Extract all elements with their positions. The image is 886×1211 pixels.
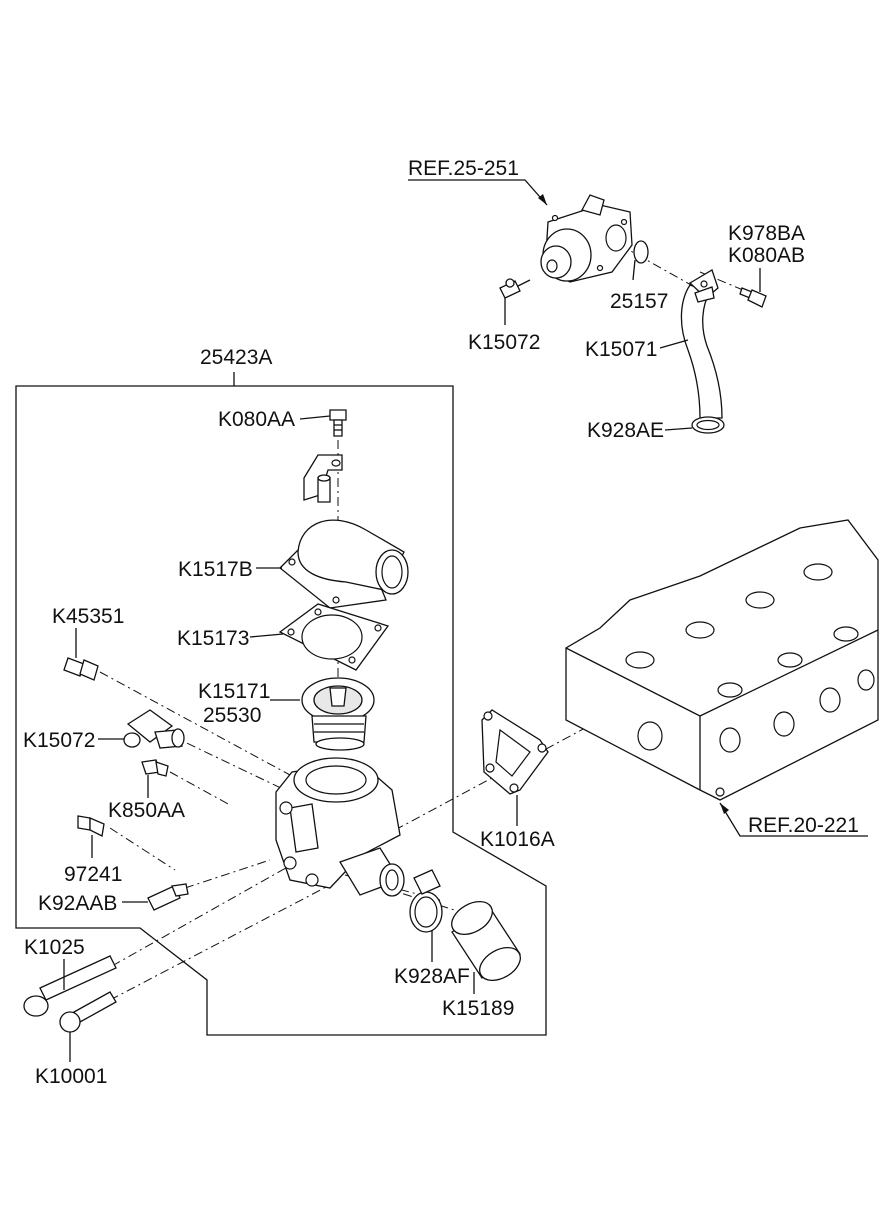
label-k080ab[interactable]: K080AB <box>728 244 805 267</box>
label-25423a[interactable]: 25423A <box>200 346 272 369</box>
thermostat-cover-k1517b <box>279 519 409 609</box>
bolt-k978ba <box>739 287 767 308</box>
thermostat-housing <box>275 757 405 897</box>
label-k1025[interactable]: K1025 <box>24 936 85 959</box>
label-k1016a[interactable]: K1016A <box>480 828 555 851</box>
clamp-k928ae <box>691 416 725 434</box>
gasket-k1016a <box>481 709 549 795</box>
label-k15171[interactable]: K15171 <box>198 680 270 703</box>
cylinder-head <box>565 519 879 801</box>
label-k15072-top[interactable]: K15072 <box>468 331 540 354</box>
label-k928ae[interactable]: K928AE <box>587 419 664 442</box>
bolt-k080aa <box>329 409 347 437</box>
label-k15071[interactable]: K15071 <box>585 338 657 361</box>
fitting-k15072-top <box>499 278 531 299</box>
o-ring-25157 <box>633 240 649 264</box>
part-labels: REF.25-251 K978BA K080AB 25157 K15072 K1… <box>23 157 859 1088</box>
label-ref-20-221[interactable]: REF.20-221 <box>748 814 859 837</box>
plug-k850aa <box>141 759 169 777</box>
leader-lines <box>63 179 868 1062</box>
thermostat-k15171 <box>301 677 375 751</box>
label-k928af[interactable]: K928AF <box>394 965 470 988</box>
hose-k15189 <box>451 900 521 982</box>
hose-clamp-k928af <box>409 869 443 933</box>
label-k1517b[interactable]: K1517B <box>178 558 253 581</box>
label-25157[interactable]: 25157 <box>610 290 668 313</box>
label-k10001[interactable]: K10001 <box>35 1065 107 1088</box>
label-k850aa[interactable]: K850AA <box>108 799 185 822</box>
label-k15173[interactable]: K15173 <box>177 627 249 650</box>
label-k45351[interactable]: K45351 <box>52 605 124 628</box>
label-k92aab[interactable]: K92AAB <box>38 892 117 915</box>
bolt-k10001 <box>59 991 117 1033</box>
label-k080aa[interactable]: K080AA <box>218 408 295 431</box>
label-k15072[interactable]: K15072 <box>23 729 95 752</box>
water-pump <box>540 194 633 283</box>
label-k15189[interactable]: K15189 <box>442 997 514 1020</box>
bolt-k1025 <box>23 955 117 1017</box>
bracket <box>303 454 343 503</box>
fitting-k15072 <box>123 709 185 749</box>
water-pipe-k15071 <box>680 269 723 419</box>
gasket-k15173 <box>278 603 390 671</box>
label-ref-25-251[interactable]: REF.25-251 <box>408 157 519 180</box>
sensor-k92aab <box>147 883 189 911</box>
label-25530[interactable]: 25530 <box>203 704 261 727</box>
sensor-97241 <box>77 815 105 837</box>
label-97241[interactable]: 97241 <box>64 863 122 886</box>
assembly-boundary-line <box>15 385 547 1036</box>
label-k978ba[interactable]: K978BA <box>728 222 805 245</box>
sensor-k45351 <box>63 657 99 681</box>
